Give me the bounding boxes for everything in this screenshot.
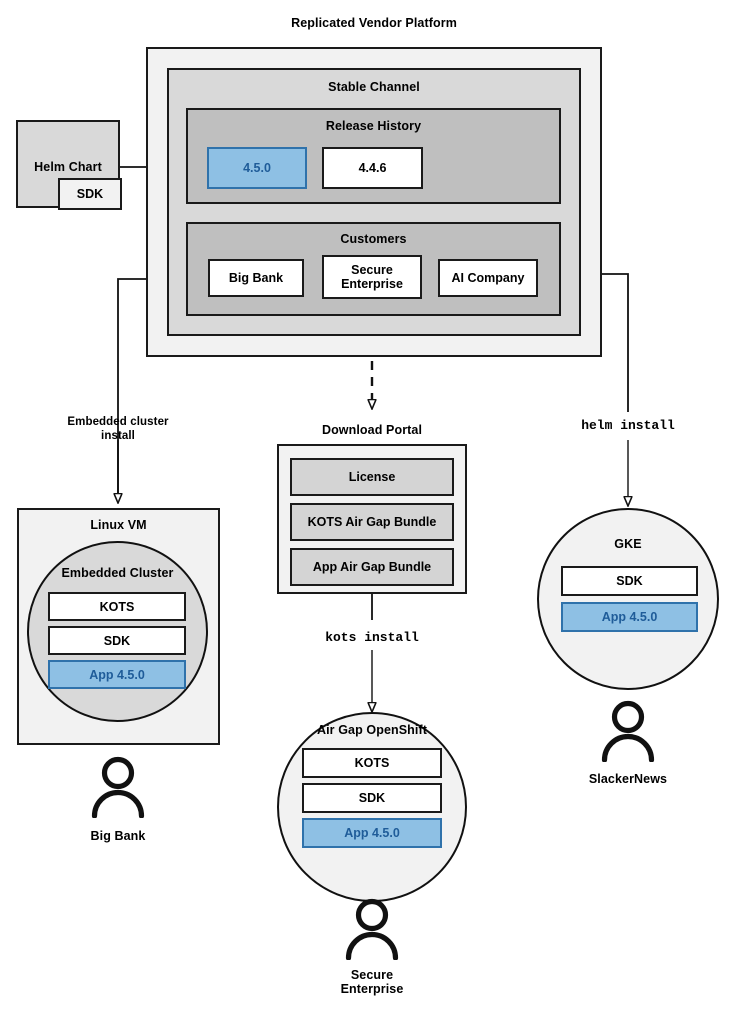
flow-label-helm-install: helm install [581, 418, 675, 433]
helm-chart-sdk-box[interactable]: SDK [58, 178, 122, 210]
embedded-cluster-label: Embedded Cluster [61, 566, 174, 580]
flow-label-embedded-install: Embedded cluster install [67, 416, 169, 443]
avatar-secure-enterprise [345, 898, 399, 960]
gke-component-app[interactable]: App 4.5.0 [561, 602, 698, 632]
openshift-component-app[interactable]: App 4.5.0 [302, 818, 442, 848]
avatar-big-bank [91, 756, 145, 818]
gke-circle [537, 508, 719, 690]
flow-label-kots-install: kots install [325, 630, 419, 645]
release-item-4-5-0[interactable]: 4.5.0 [207, 147, 307, 189]
download-artifact-kots-airgap-bundle[interactable]: KOTS Air Gap Bundle [290, 503, 454, 541]
linux-vm-component-kots[interactable]: KOTS [48, 592, 186, 621]
download-artifact-license[interactable]: License [290, 458, 454, 496]
stable-channel-title: Stable Channel [328, 80, 420, 94]
gke-component-sdk[interactable]: SDK [561, 566, 698, 596]
customer-label-secure-enterprise: Secure Enterprise [340, 968, 404, 996]
linux-vm-label: Linux VM [90, 518, 147, 532]
linux-vm-component-sdk[interactable]: SDK [48, 626, 186, 655]
release-item-4-4-6[interactable]: 4.4.6 [322, 147, 423, 189]
airgap-openshift-label: Air Gap OpenShift [316, 723, 428, 737]
customers-title: Customers [340, 232, 407, 246]
customer-secure-enterprise[interactable]: Secure Enterprise [322, 255, 422, 299]
helm-chart-label: Helm Chart [34, 160, 102, 174]
linux-vm-component-app[interactable]: App 4.5.0 [48, 660, 186, 689]
openshift-component-kots[interactable]: KOTS [302, 748, 442, 778]
gke-label: GKE [614, 537, 642, 551]
openshift-component-sdk[interactable]: SDK [302, 783, 442, 813]
customer-ai-company[interactable]: AI Company [438, 259, 538, 297]
download-portal-title: Download Portal [321, 423, 423, 437]
download-artifact-app-airgap-bundle[interactable]: App Air Gap Bundle [290, 548, 454, 586]
avatar-slackernews [601, 700, 655, 762]
customer-label-big-bank: Big Bank [90, 829, 146, 843]
customer-big-bank[interactable]: Big Bank [208, 259, 304, 297]
customer-label-slackernews: SlackerNews [588, 772, 668, 786]
page-title: Replicated Vendor Platform [291, 16, 457, 30]
release-history-title: Release History [325, 119, 422, 133]
